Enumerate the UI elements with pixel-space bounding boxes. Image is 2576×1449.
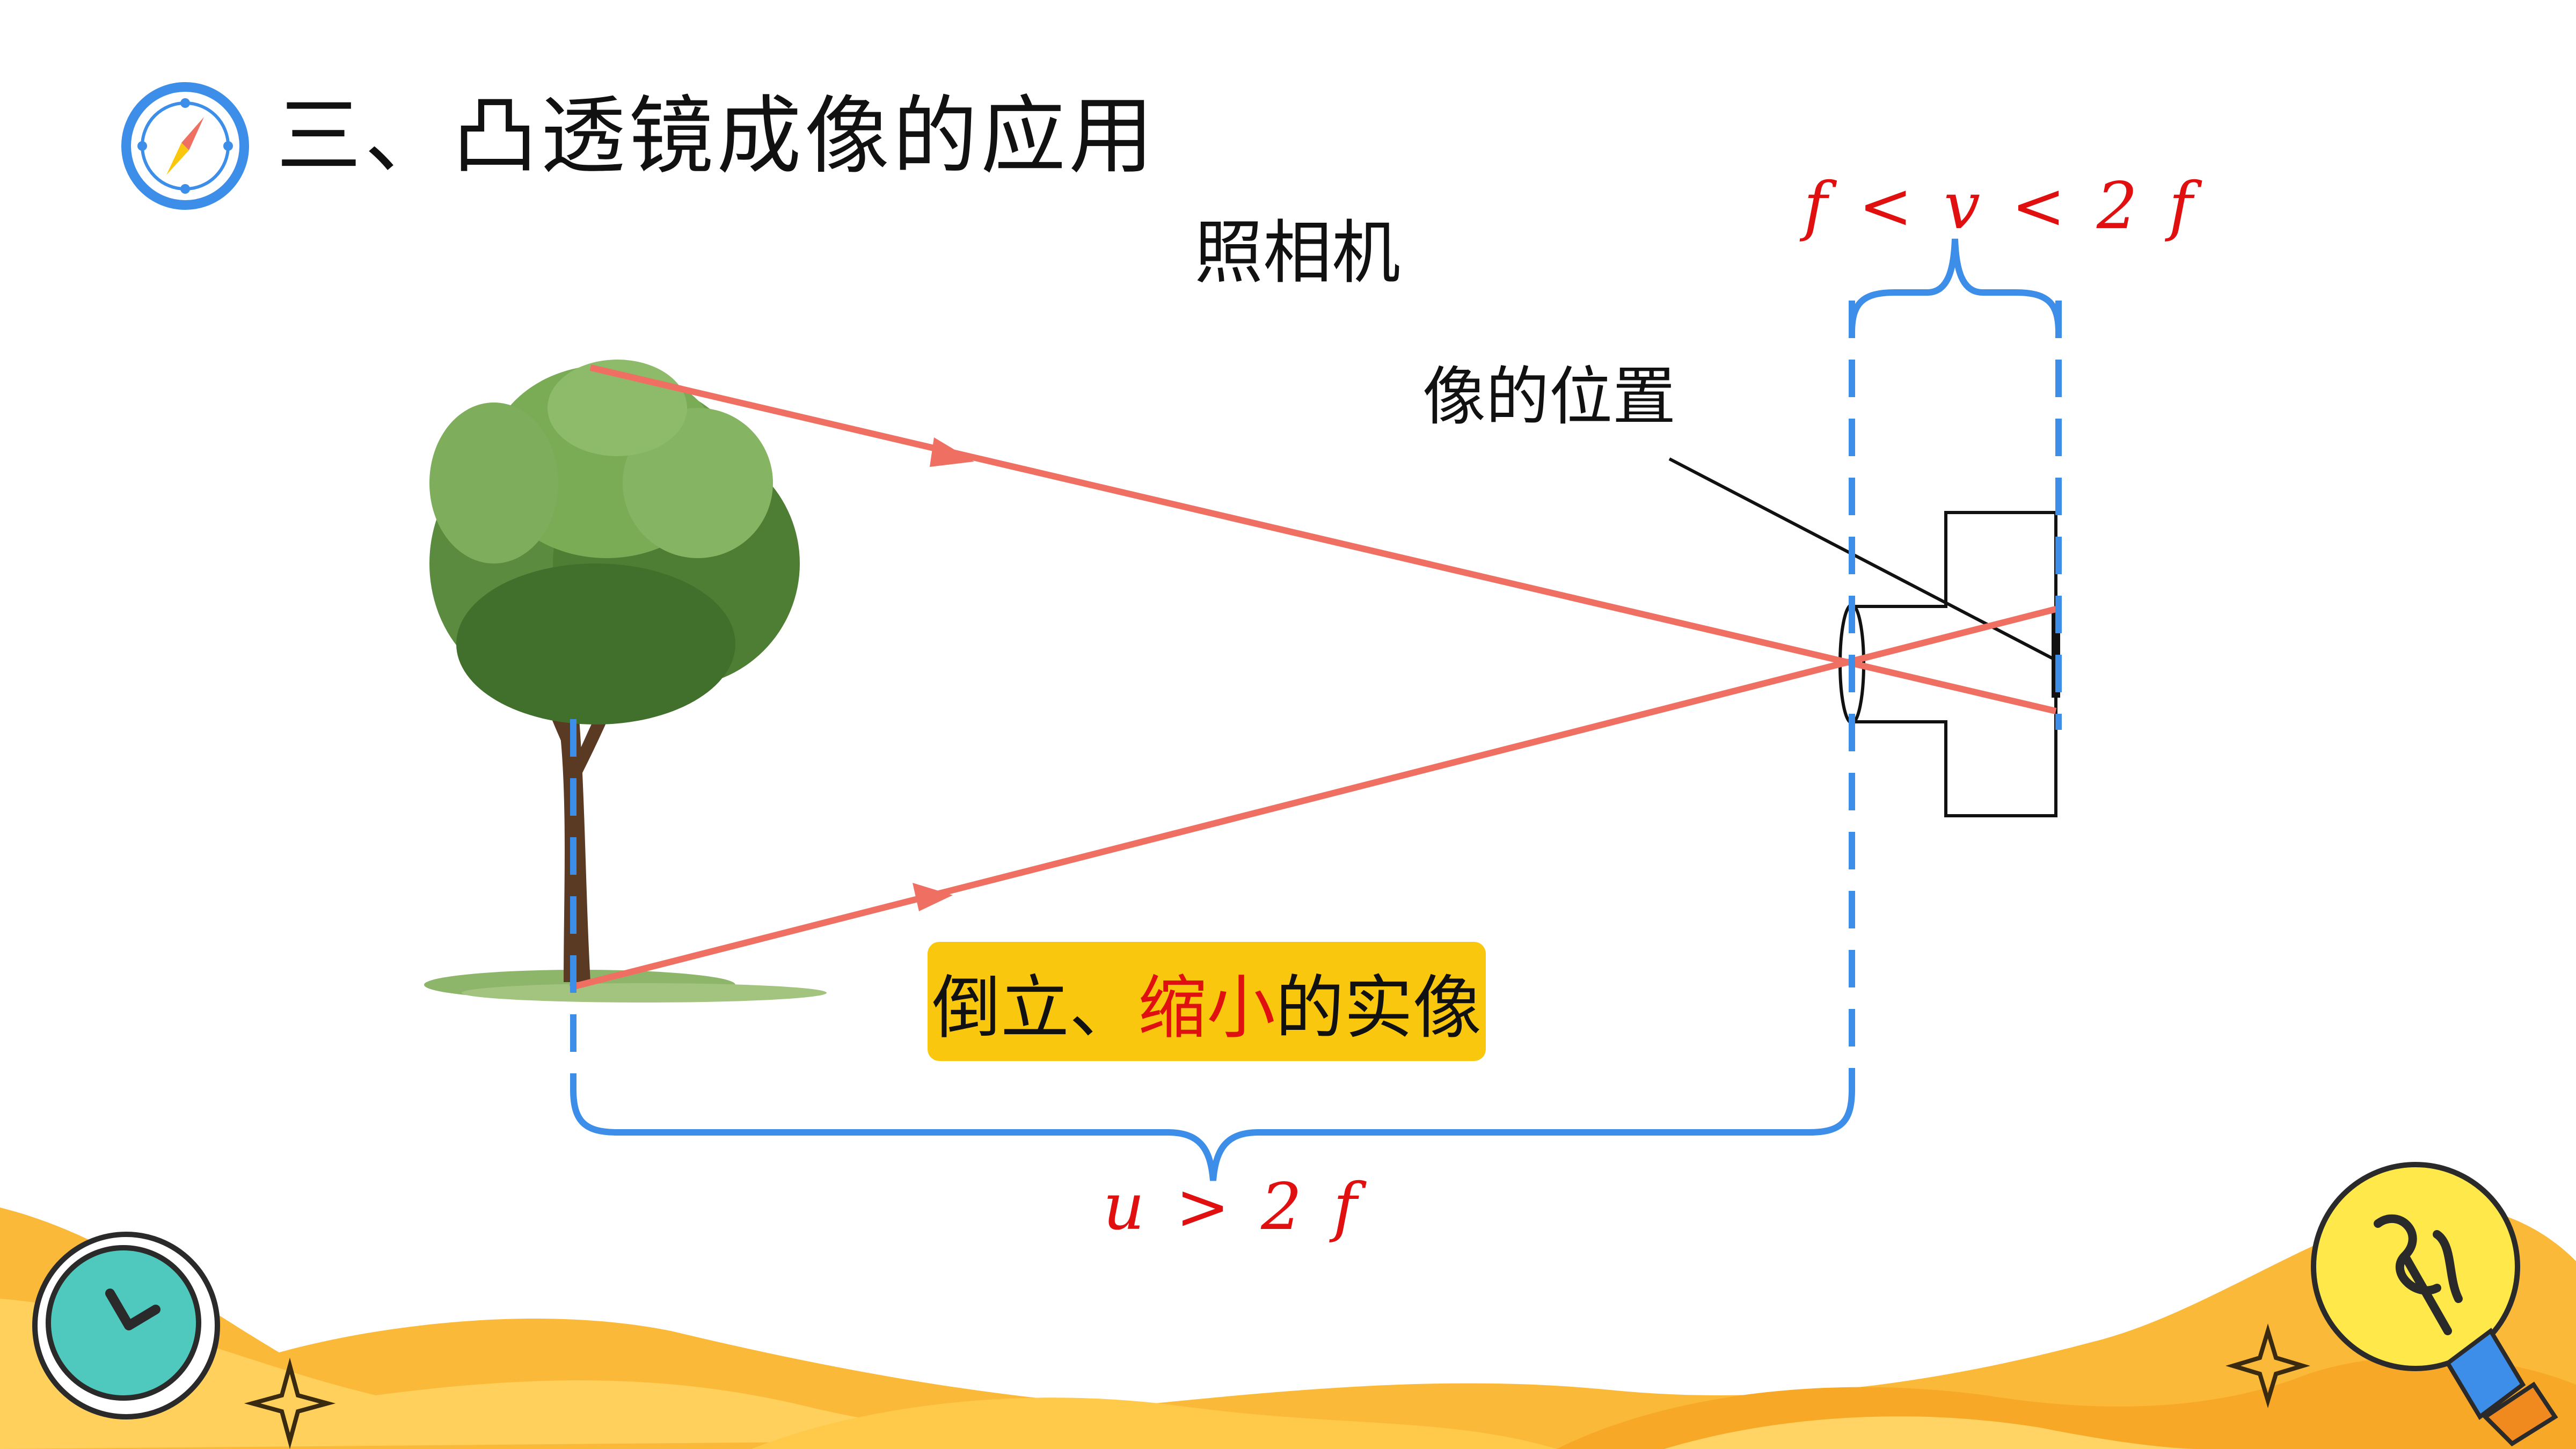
compass-icon	[121, 82, 249, 210]
clock-icon	[32, 1232, 220, 1419]
diagram-subtitle: 照相机	[1194, 213, 1401, 293]
bottom-wave-decoration	[0, 1205, 2576, 1449]
distance-guides	[570, 301, 2062, 1089]
conclusion-part3: 的实像	[1275, 968, 1482, 1048]
conclusion-box: 倒立、缩小的实像	[928, 942, 1486, 1061]
image-distance-brace	[1849, 238, 2062, 333]
light-bulb-icon	[2311, 1162, 2558, 1447]
page-title: 三、凸透镜成像的应用	[276, 87, 1157, 186]
image-position-label: 像的位置	[1422, 360, 1676, 434]
ray-arrow-top	[930, 437, 974, 467]
ray-arrow-bottom	[913, 883, 953, 911]
ray-top	[589, 364, 2057, 714]
camera-body	[1852, 511, 2057, 817]
light-rays	[569, 364, 2057, 991]
object-distance-brace	[570, 1089, 1855, 1181]
image-distance-formula: f < v < 2 f	[1804, 169, 2198, 244]
conclusion-highlight: 缩小	[1137, 968, 1275, 1048]
sparkle-icon	[2225, 1323, 2310, 1408]
object-distance-formula: u > 2 f	[1103, 1170, 1363, 1245]
sparkle-icon	[244, 1357, 336, 1449]
ray-bottom	[569, 606, 2057, 991]
conclusion-part1: 倒立、	[931, 968, 1138, 1048]
camera-diagram	[1838, 511, 2060, 817]
tree-illustration	[424, 360, 827, 1002]
